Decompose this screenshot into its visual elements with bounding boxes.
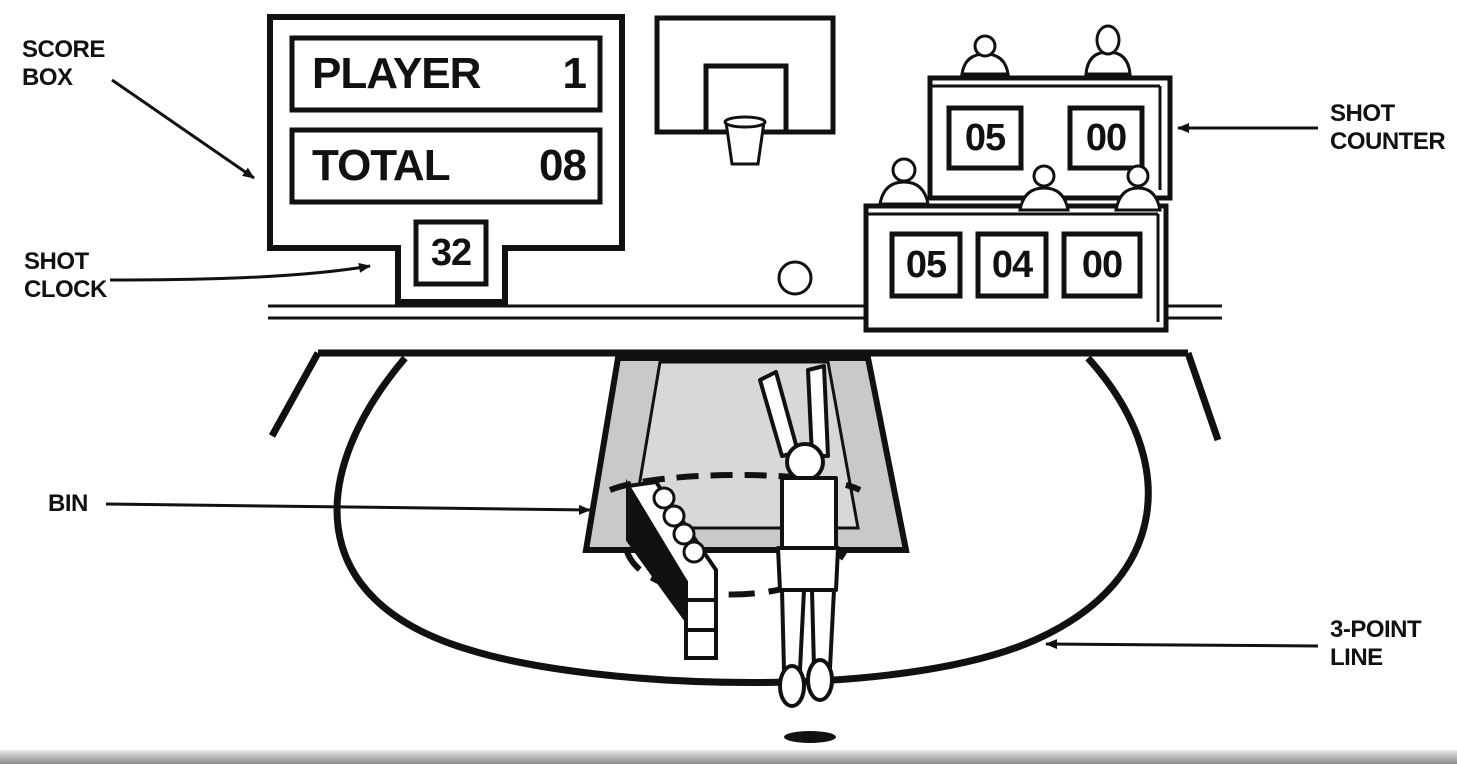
player-label: PLAYER [312, 49, 480, 99]
callout-score-box-line2: BOX [22, 64, 105, 92]
player-value: 1 [556, 49, 586, 99]
basketball [779, 262, 811, 294]
callout-three-point-line-line2: LINE [1330, 644, 1421, 672]
player-shadow [784, 731, 836, 743]
total-label: TOTAL [312, 141, 450, 191]
callout-score-box-line1: SCORE [22, 36, 105, 64]
callout-shot-clock-line1: SHOT [24, 248, 107, 276]
callout-bin-line1: BIN [48, 490, 88, 518]
hoop-rim [725, 117, 765, 127]
callout-shot-counter-line2: COUNTER [1330, 128, 1445, 156]
counter-lower-left: 05 [892, 243, 960, 287]
callout-shot-clock: SHOT CLOCK [24, 248, 107, 304]
counter-upper-right: 00 [1070, 116, 1142, 160]
callout-three-point-line-line1: 3-POINT [1330, 616, 1421, 644]
backboard [657, 18, 833, 132]
shot-clock-value: 32 [416, 231, 486, 275]
callout-shot-clock-line2: CLOCK [24, 276, 107, 304]
counter-lower-mid: 04 [978, 243, 1046, 287]
callout-score-box: SCORE BOX [22, 36, 105, 92]
counter-upper-left: 05 [949, 116, 1021, 160]
callout-three-point-line: 3-POINT LINE [1330, 616, 1421, 672]
callout-shot-counter: SHOT COUNTER [1330, 100, 1445, 156]
counter-lower-right: 00 [1064, 243, 1140, 287]
total-value: 08 [520, 141, 586, 191]
page-bottom-edge [0, 750, 1457, 764]
callout-shot-counter-line1: SHOT [1330, 100, 1445, 128]
callout-bin: BIN [48, 490, 88, 518]
